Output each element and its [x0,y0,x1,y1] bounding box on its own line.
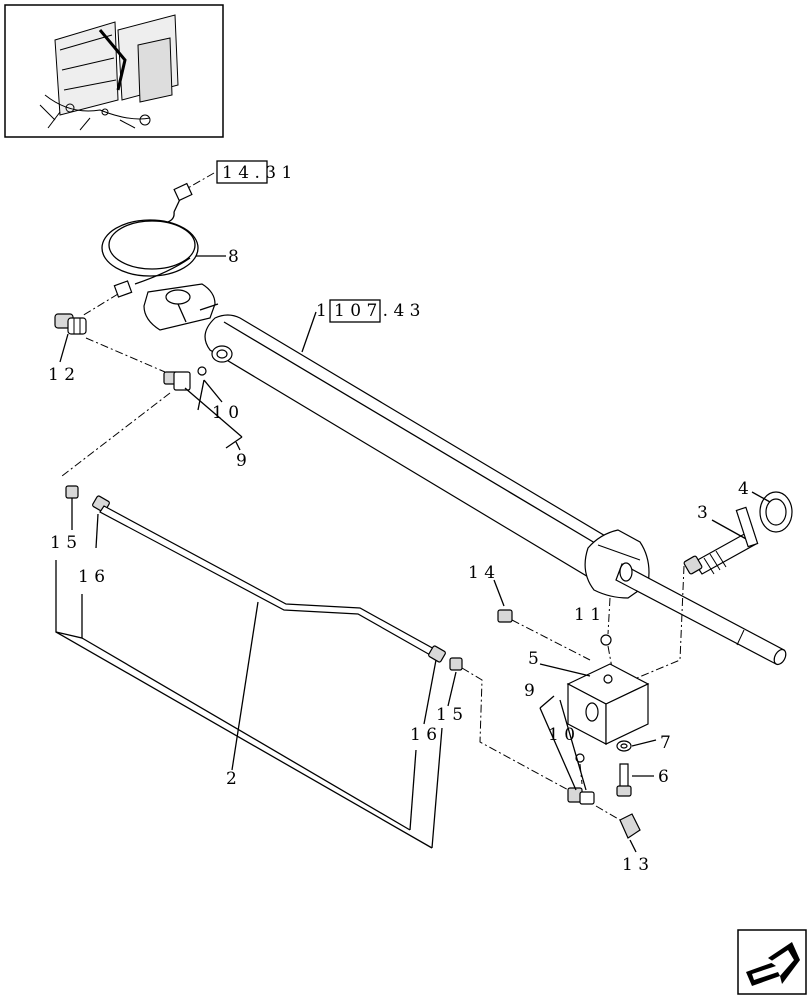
hydraulic-cylinder [143,283,787,666]
nut-14 [493,579,513,623]
callout-8: 8 [228,247,239,267]
callout-4: 4 [738,479,749,499]
washer-7 [616,739,657,752]
callout-15-right: 1 5 [436,705,463,725]
fitting-15-left [65,485,79,499]
o-ring-11 [600,634,612,646]
valve-block-5 [539,663,650,745]
reference-107-43-label: 1 0 7 . 4 3 [334,301,421,321]
callout-2: 2 [226,769,237,789]
callout-10-lower: 1 0 [548,725,575,745]
machine-overview-thumbnail[interactable] [4,4,224,138]
callout-13: 1 3 [622,855,649,875]
callout-16-left: 1 6 [78,567,105,587]
callout-16-right: 1 6 [410,725,437,745]
callout-3: 3 [697,503,708,523]
cap-13 [619,813,641,853]
bolt-6 [616,763,654,797]
reference-107-43-lead: 1 [316,301,327,321]
tube-2 [92,495,446,771]
previous-page-arrow-icon[interactable] [737,929,807,995]
callout-5: 5 [528,649,539,669]
callout-10-upper: 1 0 [212,403,239,423]
cap-4 [751,491,793,533]
reference-14-31-label: 1 4 . 3 1 [222,163,292,183]
callout-6: 6 [658,767,669,787]
fitting-9-upper [163,366,243,451]
reference-107-43[interactable]: 1 1 0 7 . 4 3 [316,299,421,323]
hose-8 [101,182,226,298]
callout-15-left: 1 5 [50,533,77,553]
valve-3 [683,506,759,575]
fitting-9-lower [539,695,595,805]
callout-12: 1 2 [48,365,75,385]
reference-14-31[interactable]: 1 4 . 3 1 [216,160,292,184]
callout-9-upper: 9 [236,451,247,471]
callout-14: 1 4 [468,563,495,583]
callout-11: 1 1 [574,605,601,625]
elbow-fitting-12 [54,313,87,363]
fitting-15-right [449,657,463,671]
callout-9-lower: 9 [524,681,535,701]
callout-7: 7 [660,733,671,753]
